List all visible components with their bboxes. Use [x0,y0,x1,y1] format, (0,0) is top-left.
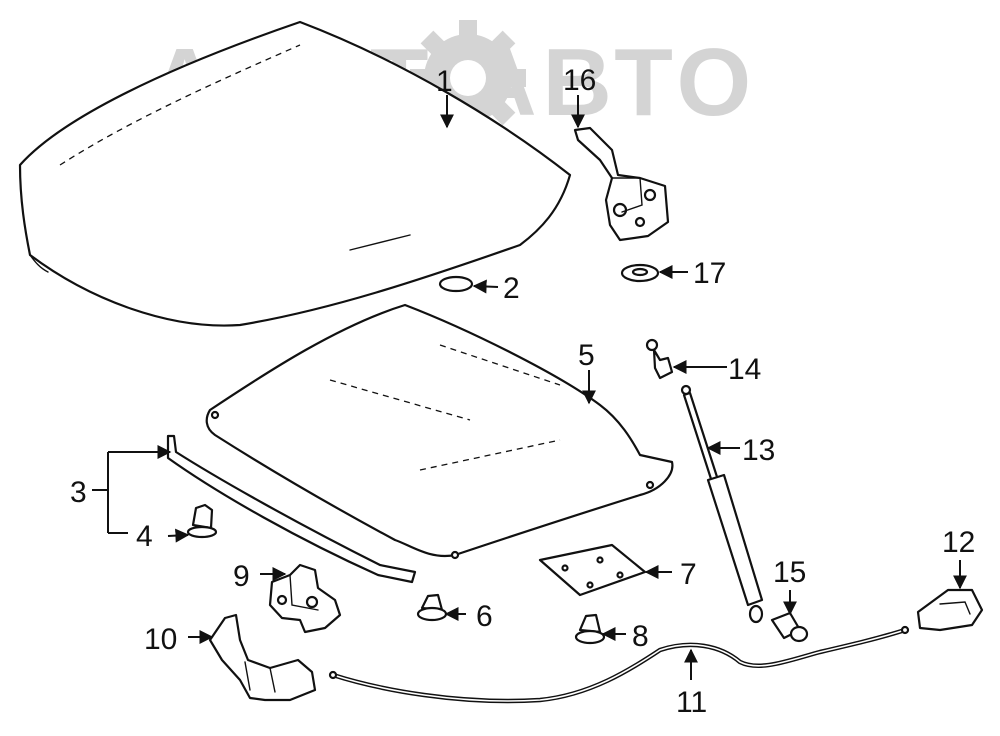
leader-lines [92,95,967,680]
release-handle [208,613,317,702]
callout-1: 1 [436,65,453,98]
hood-weatherstrip [166,434,417,584]
seal-ring [438,275,474,293]
callout-13: 13 [742,434,775,467]
callout-9: 9 [233,560,250,593]
hood-panel [18,20,572,327]
ball-stud-15 [770,611,809,643]
callout-15: 15 [773,556,806,589]
callout-16: 16 [563,64,596,97]
callout-17: 17 [693,257,726,290]
callout-12: 12 [942,526,975,559]
callout-6: 6 [476,600,493,633]
callout-14: 14 [728,353,761,386]
release-cable [328,625,910,704]
callout-4: 4 [136,520,153,553]
plug-8 [574,613,606,645]
callout-5: 5 [578,339,595,372]
protector-plate [538,543,647,597]
hood-hinge [573,126,670,242]
callout-3: 3 [70,476,87,509]
weatherstrip-clip [186,503,218,539]
plug-6 [416,593,448,622]
cable-bracket [916,588,984,632]
ball-stud-14 [645,338,674,380]
washer [620,263,660,283]
callout-10: 10 [144,623,177,656]
callout-8: 8 [632,620,649,653]
hood-insulator [205,303,674,560]
callout-7: 7 [680,558,697,591]
callout-labels: 1 2 3 4 5 6 7 8 9 10 11 12 13 14 15 16 1… [70,64,975,719]
hood-lock [268,563,342,634]
callout-11: 11 [676,686,707,719]
callout-2: 2 [503,272,520,305]
hood-support-strut [680,384,764,624]
